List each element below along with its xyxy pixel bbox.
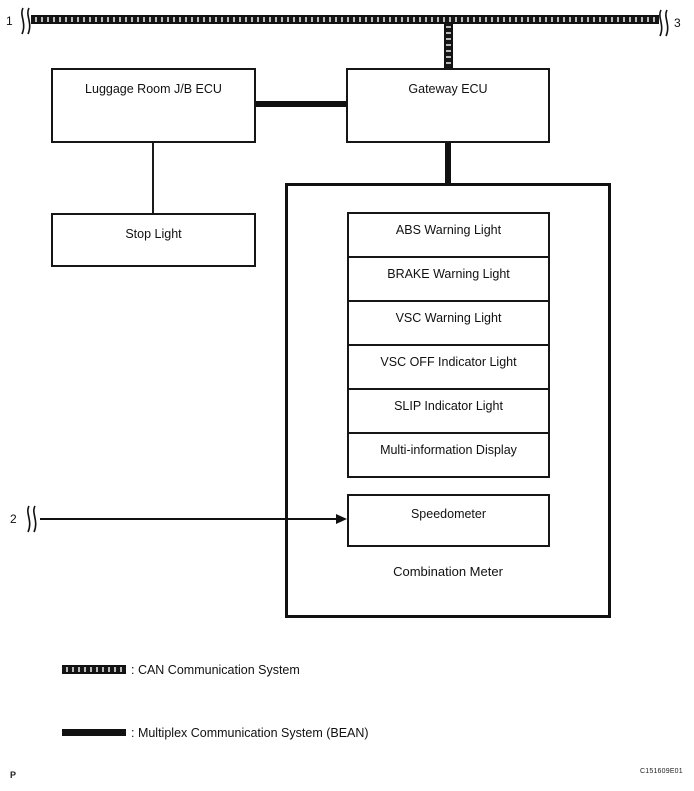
meter-item-brake-warning-light: BRAKE Warning Light bbox=[347, 256, 550, 302]
meter-item-slip-indicator-light: SLIP Indicator Light bbox=[347, 388, 550, 434]
node-luggage-room-jb-ecu: Luggage Room J/B ECU bbox=[51, 68, 256, 143]
legend-can-line-swatch bbox=[62, 665, 126, 674]
can-bus-line bbox=[31, 15, 659, 24]
node-label: Gateway ECU bbox=[408, 82, 488, 96]
bus-endpoint-label-3: 3 bbox=[674, 16, 681, 30]
node-label: VSC OFF Indicator Light bbox=[380, 355, 517, 369]
legend-bean-line-swatch bbox=[62, 729, 126, 736]
node-label: VSC Warning Light bbox=[395, 311, 502, 325]
node-label: Multi-information Display bbox=[380, 443, 517, 457]
arrow-endpoint-label-2: 2 bbox=[10, 512, 17, 526]
node-label: BRAKE Warning Light bbox=[387, 267, 510, 281]
bus-endpoint-label-1: 1 bbox=[6, 14, 13, 28]
legend-can-label: : CAN Communication System bbox=[131, 663, 300, 677]
combination-meter-title: Combination Meter bbox=[393, 564, 503, 579]
arrow-head-icon bbox=[336, 514, 347, 524]
page-marker: P bbox=[10, 770, 17, 780]
line-break-icon bbox=[656, 9, 670, 37]
legend-bean-label: : Multiplex Communication System (BEAN) bbox=[131, 726, 369, 740]
meter-item-abs-warning-light: ABS Warning Light bbox=[347, 212, 550, 258]
node-label: Luggage Room J/B ECU bbox=[85, 82, 222, 96]
node-label: ABS Warning Light bbox=[395, 223, 502, 237]
node-gateway-ecu: Gateway ECU bbox=[346, 68, 550, 143]
meter-item-vsc-warning-light: VSC Warning Light bbox=[347, 300, 550, 346]
meter-item-vsc-off-indicator-light: VSC OFF Indicator Light bbox=[347, 344, 550, 390]
node-label: SLIP Indicator Light bbox=[394, 399, 503, 413]
node-stop-light: Stop Light bbox=[51, 213, 256, 267]
line-break-icon bbox=[18, 7, 32, 35]
figure-code: C151609E01 bbox=[640, 768, 683, 775]
node-label: Speedometer bbox=[410, 507, 487, 521]
wire-luggage-to-stoplight bbox=[152, 143, 154, 213]
signal-arrow-line bbox=[40, 518, 336, 520]
node-speedometer: Speedometer bbox=[347, 494, 550, 547]
line-break-icon bbox=[24, 505, 38, 533]
can-drop-line bbox=[444, 23, 453, 68]
bean-connector-vertical bbox=[445, 143, 451, 185]
bean-connector-horizontal bbox=[256, 101, 346, 107]
meter-item-multi-information-display: Multi-information Display bbox=[347, 432, 550, 478]
node-label: Stop Light bbox=[125, 227, 182, 241]
